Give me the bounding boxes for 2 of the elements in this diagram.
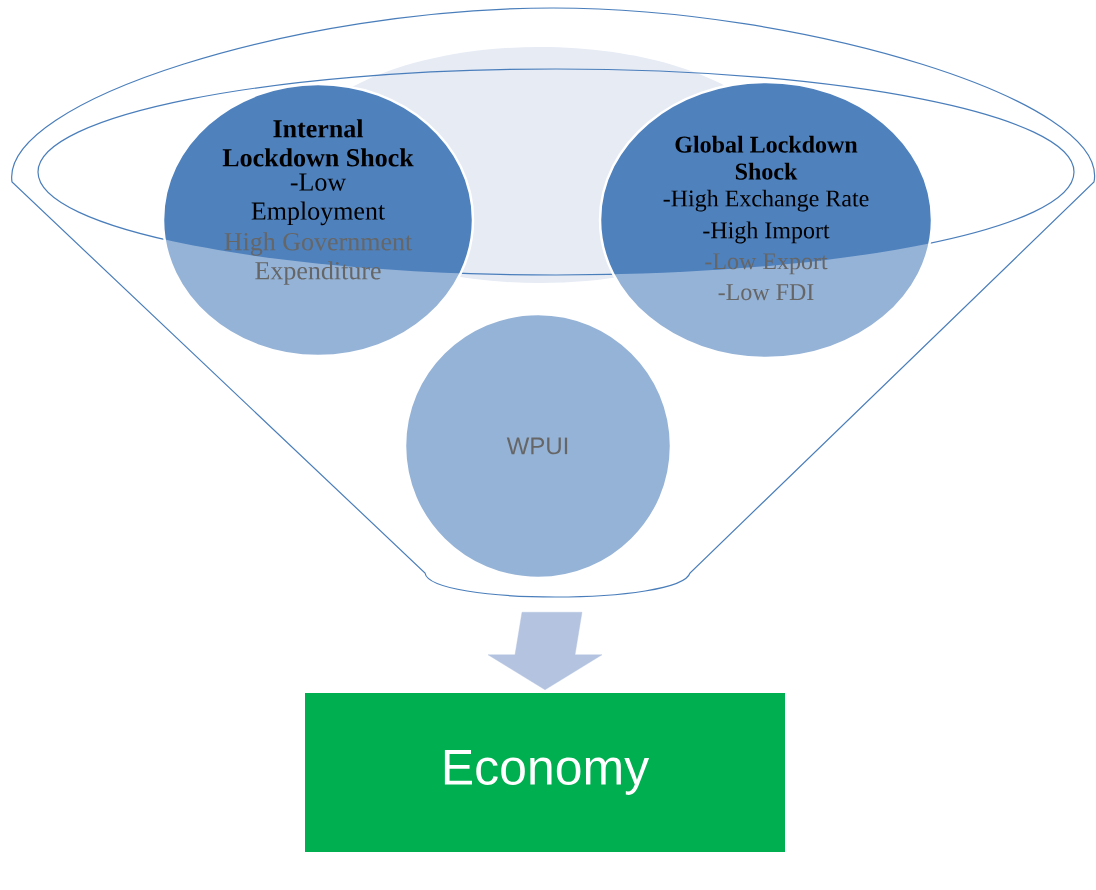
- block-arrow: [487, 612, 603, 690]
- process-box: Economy: [305, 693, 785, 852]
